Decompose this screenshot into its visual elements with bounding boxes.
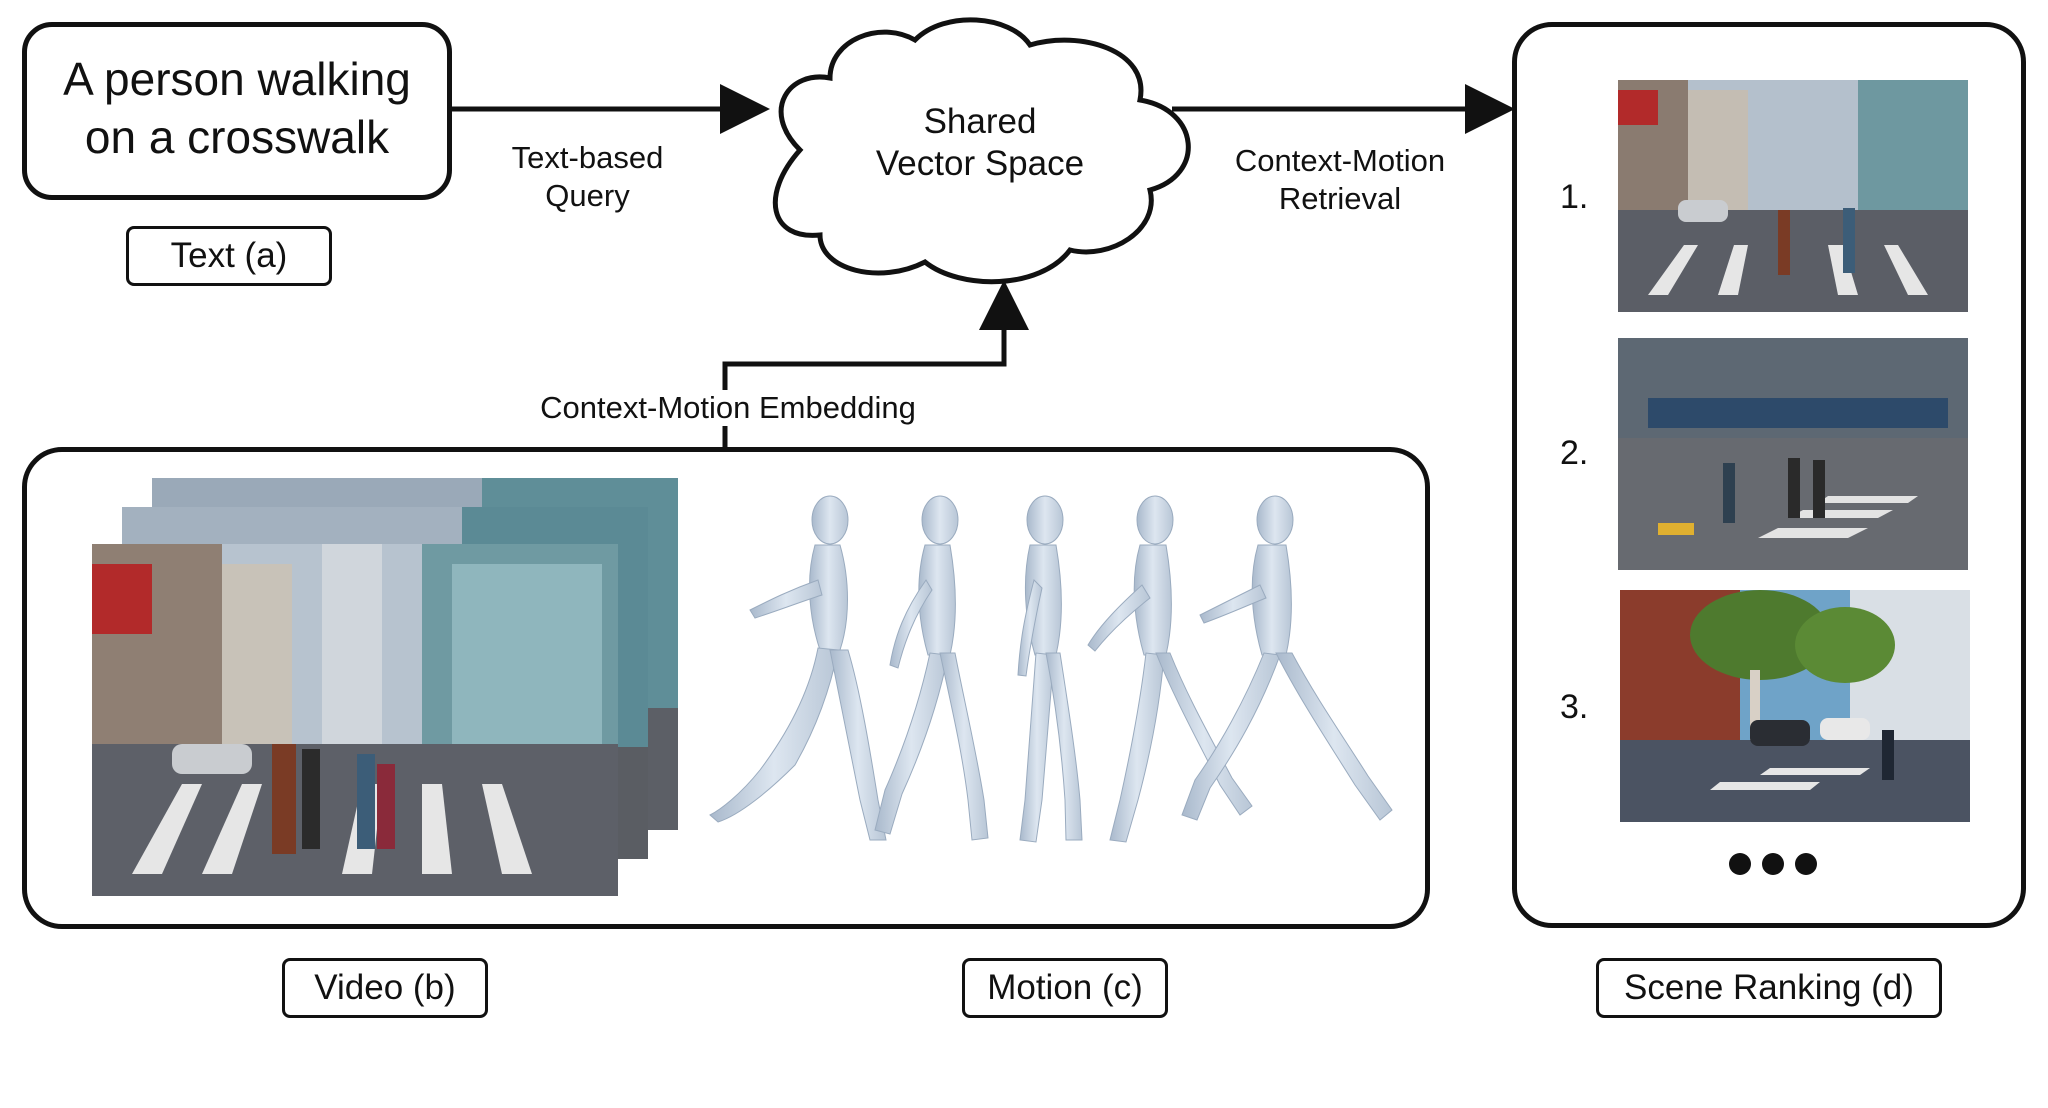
caption-video: Video (b) [282,958,488,1018]
text-prompt-line-2: on a crosswalk [84,111,390,163]
ranked-scene-1 [1618,80,1968,312]
rank-number-3: 3. [1560,688,1589,726]
label-retrieval-line-2: Retrieval [1278,181,1402,216]
human-pose-3 [1017,495,1083,843]
label-embedding: Context-Motion Embedding [528,390,928,426]
more-results-ellipsis-icon [1729,853,1817,875]
motion-sequence [709,495,1393,843]
video-frame-front [92,544,618,896]
human-pose-4 [1087,495,1253,843]
human-pose-1 [709,495,887,841]
caption-text: Text (a) [126,226,332,286]
label-retrieval-line-1: Context-Motion [1234,143,1446,178]
caption-ranking: Scene Ranking (d) [1596,958,1942,1018]
rank-number-1: 1. [1560,178,1589,216]
rank-number-2: 2. [1560,434,1589,472]
human-pose-2 [874,495,989,841]
label-query-line-2: Query [545,178,630,213]
cloud-line-1: Shared [923,102,1037,141]
shared-space-cloud [772,17,1191,285]
cloud-line-2: Vector Space [875,144,1085,183]
text-prompt-line-1: A person walking [63,53,411,105]
caption-motion: Motion (c) [962,958,1168,1018]
label-query-line-1: Text-based [511,140,664,175]
ranked-scene-3 [1620,590,1970,822]
human-pose-5 [1181,495,1393,821]
text-prompt-box [22,22,452,200]
ranked-scene-2 [1618,338,1968,570]
